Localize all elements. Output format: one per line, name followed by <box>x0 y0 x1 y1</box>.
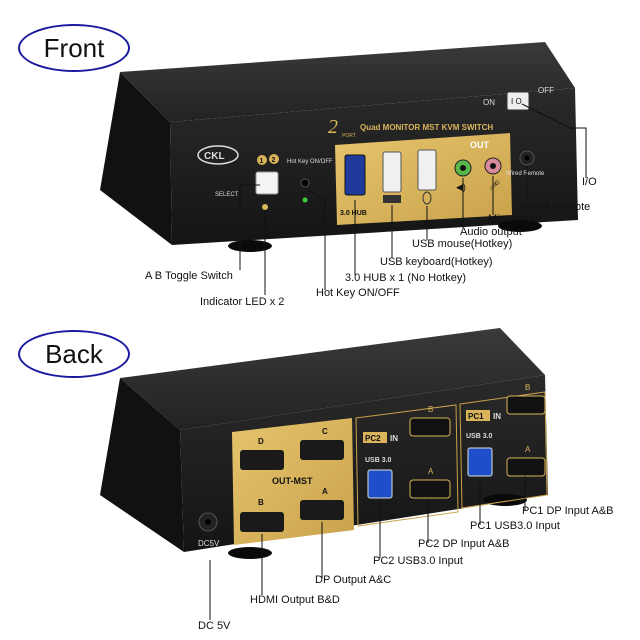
pc2-port-a-letter: A <box>428 467 434 476</box>
port-a-letter: A <box>322 487 328 496</box>
led-2-badge <box>269 154 279 164</box>
callout-usb-mouse: USB mouse(Hotkey) <box>412 238 513 250</box>
port-count-text: 2 <box>328 116 338 138</box>
usb-mouse-port[interactable] <box>417 149 437 191</box>
pc1-usb30-label: USB 3.0 <box>466 433 493 440</box>
callout-pc1-usb: PC1 USB3.0 Input <box>470 520 560 532</box>
callout-hotkey-onoff: Hot Key ON/OFF <box>316 287 400 299</box>
power-switch-glyph: I O <box>511 97 522 106</box>
usb30-hub-label: 3.0 HUB <box>340 210 367 217</box>
pc2-port-b-letter: B <box>428 405 433 414</box>
callout-dc5v: DC 5V <box>198 620 231 632</box>
pc2-dp-port-a[interactable] <box>409 479 451 499</box>
back-chassis-side <box>100 378 184 552</box>
port-b-letter: B <box>258 498 264 507</box>
callout-wired-remote: Wired Remote <box>520 201 591 213</box>
usb30-hub-port[interactable] <box>344 154 366 196</box>
led-2-number: 2 <box>272 157 276 164</box>
dc5v-label: DC5V <box>198 539 220 548</box>
callout-mic-output: Mic. output <box>488 213 542 225</box>
indicator-led <box>262 204 268 210</box>
power-switch[interactable] <box>506 91 530 111</box>
hdmi-port-d[interactable] <box>240 450 284 470</box>
pc1-port-a-letter: A <box>525 445 531 454</box>
out-mst-label: OUT-MST <box>272 476 313 486</box>
back-kvm-unit: OUT-MST D C B A PC2 IN B USB 3.0 A PC1 I… <box>100 328 548 559</box>
brand-logo <box>197 145 239 165</box>
back-callout-lines <box>209 476 526 620</box>
dp-port-a[interactable] <box>300 500 344 520</box>
front-chassis-top <box>120 42 575 122</box>
on-label: ON <box>483 98 495 107</box>
pc1-badge <box>466 410 490 421</box>
callout-hub: 3.0 HUB x 1 (No Hotkey) <box>345 272 467 284</box>
back-chassis-top <box>120 328 545 430</box>
callout-pc2-usb: PC2 USB3.0 Input <box>373 555 463 567</box>
pc2-dp-port-b[interactable] <box>409 417 451 437</box>
speaker-icon: ◀) <box>456 182 466 192</box>
hdmi-port-b[interactable] <box>240 512 284 532</box>
pc2-usb30-label: USB 3.0 <box>365 457 392 464</box>
usb-keyboard-port[interactable] <box>382 151 402 193</box>
hotkey-led <box>302 197 308 203</box>
port-d-letter: D <box>258 437 264 446</box>
wired-remote-label: Wired Remote <box>506 171 545 177</box>
callout-pc1-dp: PC1 DP Input A&B <box>522 505 614 517</box>
pc2-usb30-b-port[interactable] <box>367 469 393 499</box>
mic-icon: 🎤︎ <box>489 180 500 190</box>
port-c-letter: C <box>322 427 328 436</box>
pc2-badge <box>363 432 387 443</box>
front-chassis-side <box>100 72 172 245</box>
product-name-text: Quad MONITOR MST KVM SWITCH <box>360 123 493 132</box>
keyboard-icon <box>383 195 401 203</box>
pc2-section <box>355 404 459 527</box>
ab-toggle-button[interactable] <box>255 171 279 195</box>
callout-hdmi-output: HDMI Output B&D <box>250 594 340 606</box>
pc2-label: PC2 <box>365 434 381 443</box>
callout-usb-keyboard: USB keyboard(Hotkey) <box>380 256 493 268</box>
pc1-dp-port-a[interactable] <box>506 457 546 477</box>
front-foot <box>228 240 272 252</box>
callout-indicator-led: Indicator LED x 2 <box>200 296 285 308</box>
pc1-in-label: IN <box>493 412 501 421</box>
select-label: SELECT <box>215 192 239 198</box>
dp-port-c[interactable] <box>300 440 344 460</box>
front-foot <box>498 220 542 232</box>
hotkey-button[interactable] <box>300 178 310 188</box>
off-label: OFF <box>538 86 554 95</box>
led-1-number: 1 <box>260 158 264 165</box>
callout-dp-output: DP Output A&C <box>315 574 392 586</box>
front-kvm-unit: 2 PORT Quad MONITOR MST KVM SWITCH OUT 3… <box>100 42 578 252</box>
front-callout-lines <box>239 103 587 295</box>
callout-audio-output: Audio output <box>460 226 522 238</box>
front-section-label: Front <box>18 24 130 72</box>
pc2-in-label: IN <box>390 434 398 443</box>
callout-io: I/O <box>582 176 597 188</box>
callout-pc2-dp: PC2 DP Input A&B <box>418 538 510 550</box>
back-section-label: Back <box>18 330 130 378</box>
brand-text: CKL <box>204 151 225 162</box>
pc1-usb30-b-port[interactable] <box>467 447 493 477</box>
callout-ab-toggle: A B Toggle Switch <box>145 270 233 282</box>
hotkey-label: Hot Key ON/OFF <box>287 159 333 165</box>
mouse-icon <box>422 191 432 205</box>
port-word-text: PORT <box>342 133 356 139</box>
pc1-label: PC1 <box>468 412 484 421</box>
pc1-dp-port-b[interactable] <box>506 395 546 415</box>
pc1-port-b-letter: B <box>525 383 530 392</box>
out-label: OUT <box>470 140 490 150</box>
led-1-badge <box>257 155 267 165</box>
